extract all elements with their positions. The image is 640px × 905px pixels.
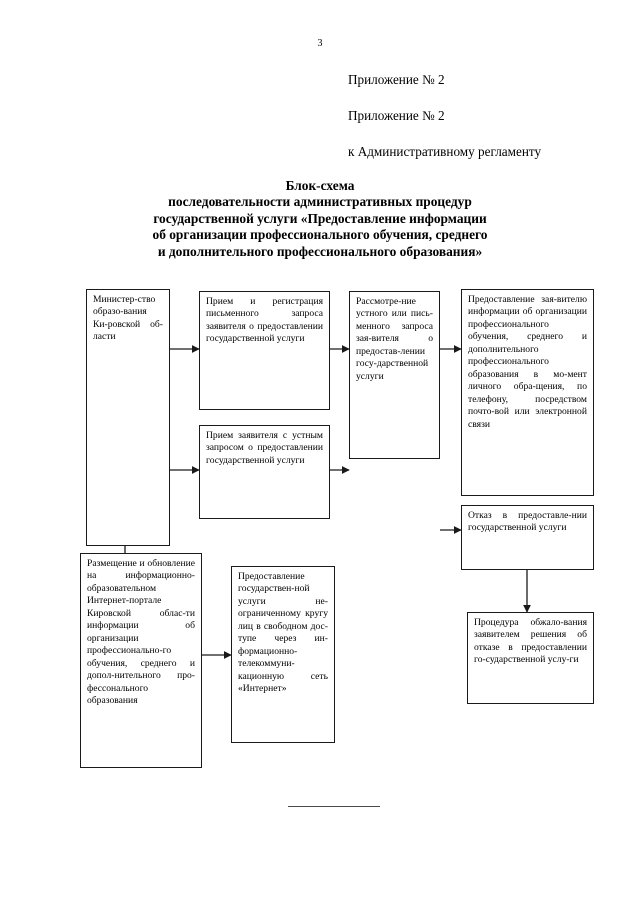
node-provide-info[interactable]: Предоставление зая-вителю информации об …: [461, 289, 594, 496]
title-line-4: об организации профессионального обучени…: [152, 227, 488, 243]
node-written-request[interactable]: Прием и регистрация письменного запроса …: [199, 291, 330, 410]
regulation-reference: к Административному регламенту: [348, 144, 542, 159]
page-number: 3: [317, 38, 323, 49]
node-public-access[interactable]: Предоставление государствен-ной услуги н…: [231, 566, 335, 743]
node-review-request[interactable]: Рассмотре-ние устного или пись-менного з…: [349, 291, 440, 459]
node-appeal[interactable]: Процедура обжало-вания заявителем решени…: [467, 612, 594, 704]
node-oral-request[interactable]: Прием заявителя с устным запросом о пред…: [199, 425, 330, 519]
title-line-2: последовательности административных проц…: [168, 194, 472, 210]
appendix-header: Приложение № 2 Приложение № 2 к Админист…: [348, 72, 608, 159]
appendix-line-1: Приложение № 2: [348, 72, 445, 87]
footer-divider: [288, 806, 380, 807]
page-title: Блок-схема последовательности администра…: [60, 178, 580, 260]
node-refusal[interactable]: Отказ в предоставле-нии государственной …: [461, 505, 594, 570]
title-line-5: и дополнительного профессионального обра…: [157, 243, 483, 259]
node-ministry[interactable]: Министер-ство образо-вания Ки-ровской об…: [86, 289, 170, 546]
title-line-1: Блок-схема: [285, 178, 355, 193]
appendix-line-2: Приложение № 2: [348, 108, 445, 123]
node-portal-publish[interactable]: Размещение и обновление на информационно…: [80, 553, 202, 768]
title-line-3: государственной услуги «Предоставление и…: [153, 210, 487, 226]
